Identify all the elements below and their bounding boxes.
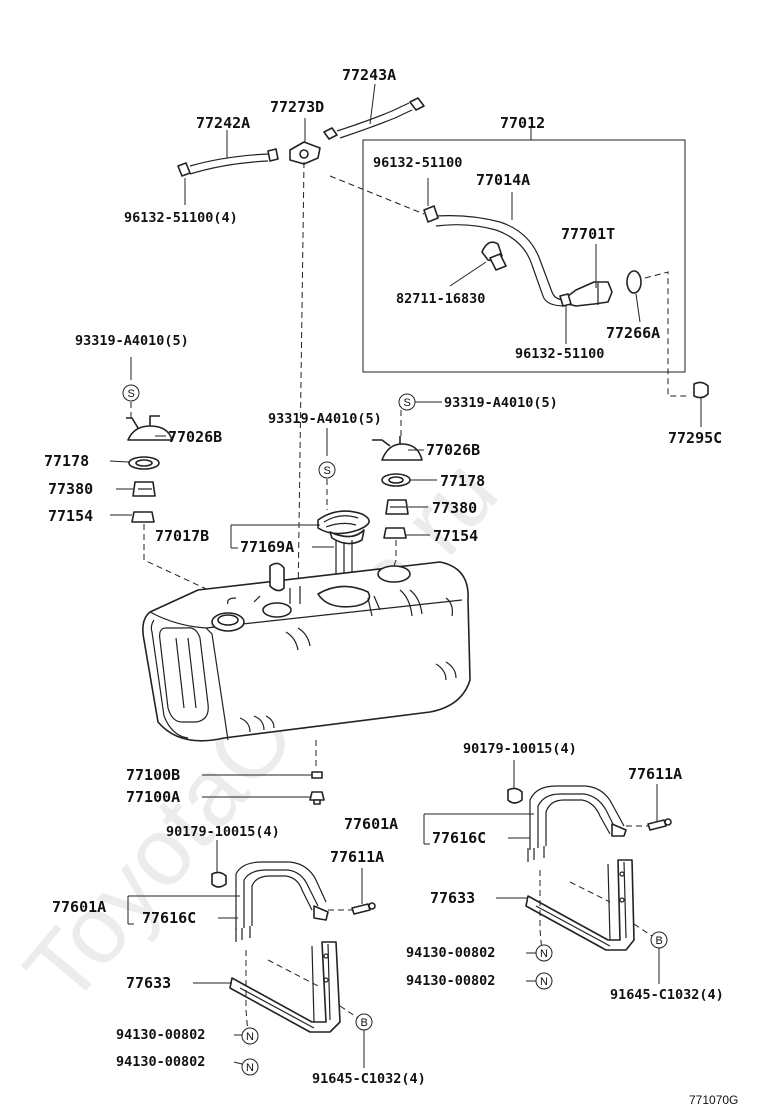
symbol-b-right-text: B — [656, 935, 663, 947]
kit-box-77012 — [362, 139, 686, 373]
label-77611A-left: 77611A — [330, 848, 384, 866]
label-77701T: 77701T — [561, 225, 615, 243]
label-94130-right-2: 94130-00802 — [406, 973, 495, 989]
screw-symbol-left — [122, 384, 140, 402]
label-96132-51100-4: 96132-51100(4) — [124, 210, 238, 226]
label-77154-right: 77154 — [433, 527, 478, 545]
label-90179-right: 90179-10015(4) — [463, 741, 577, 757]
pump-77017B — [317, 510, 370, 582]
hose-77242A — [177, 148, 279, 177]
hose-77014A — [423, 205, 566, 307]
sender-77026B-right — [372, 436, 423, 461]
sleeve-77380-right — [385, 499, 409, 515]
label-77611A-right: 77611A — [628, 765, 682, 783]
label-77633-right: 77633 — [430, 889, 475, 907]
label-77380-left: 77380 — [48, 480, 93, 498]
symbol-n-right-2-text: N — [540, 976, 548, 988]
symbol-n-left-2 — [241, 1058, 259, 1076]
label-77100B: 77100B — [126, 766, 180, 784]
label-77616C-right: 77616C — [432, 829, 486, 847]
screw-symbol-right — [398, 393, 416, 411]
label-77242A: 77242A — [196, 114, 250, 132]
gasket-77178-right — [381, 473, 411, 487]
label-94130-right-1: 94130-00802 — [406, 945, 495, 961]
tee-77273D — [289, 141, 321, 165]
grommet-77154-left — [131, 511, 155, 523]
gasket-77178-left — [128, 456, 160, 470]
label-77601A-right: 77601A — [344, 815, 398, 833]
bolt-77611A-right — [647, 818, 672, 831]
symbol-n-right-1-text: N — [540, 948, 548, 960]
band-77601A-right — [527, 785, 627, 862]
label-77012: 77012 — [500, 114, 545, 132]
label-77273D: 77273D — [270, 98, 324, 116]
label-91645-right: 91645-C1032(4) — [610, 987, 724, 1003]
clip-82711-16830 — [481, 241, 507, 271]
filter-77701T — [567, 281, 613, 307]
cushion-77633-right — [525, 859, 635, 951]
ring-77266A — [626, 270, 642, 294]
label-96132-51100-box: 96132-51100 — [515, 346, 604, 362]
label-77616C-left: 77616C — [142, 909, 196, 927]
label-94130-left-1: 94130-00802 — [116, 1027, 205, 1043]
label-77100A: 77100A — [126, 788, 180, 806]
symbol-s-right-text: S — [404, 397, 411, 409]
screw-symbol-middle — [318, 461, 336, 479]
nut-90179-left — [211, 871, 227, 888]
symbol-n-left-2-text: N — [246, 1062, 254, 1074]
figure-id: 771070G — [689, 1093, 738, 1107]
symbol-n-left-1 — [241, 1027, 259, 1045]
bolt-77611A-left — [351, 902, 376, 915]
symbol-b-left-text: B — [361, 1017, 368, 1029]
label-77014A: 77014A — [476, 171, 530, 189]
nut-90179-right — [507, 787, 523, 804]
label-93319-left: 93319-A4010(5) — [75, 333, 189, 349]
cap-77295C — [693, 381, 709, 399]
band-77601A-left — [235, 861, 329, 942]
fuel-tank — [142, 561, 471, 742]
grommet-77154-right — [383, 527, 407, 539]
label-77017B: 77017B — [155, 527, 209, 545]
label-77169A: 77169A — [240, 538, 294, 556]
label-77380-right: 77380 — [432, 499, 477, 517]
label-77178-left: 77178 — [44, 452, 89, 470]
label-94130-left-2: 94130-00802 — [116, 1054, 205, 1070]
cushion-77633-left — [229, 941, 341, 1033]
label-77243A: 77243A — [342, 66, 396, 84]
symbol-n-left-1-text: N — [246, 1031, 254, 1043]
label-77026B-right: 77026B — [426, 441, 480, 459]
label-82711-16830: 82711-16830 — [396, 291, 485, 307]
label-93319-mid: 93319-A4010(5) — [268, 411, 382, 427]
label-96132-51100-top: 96132-51100 — [373, 155, 462, 171]
label-77266A: 77266A — [606, 324, 660, 342]
symbol-s-middle-text: S — [324, 465, 331, 477]
label-90179-left: 90179-10015(4) — [166, 824, 280, 840]
label-77178-right: 77178 — [440, 472, 485, 490]
label-77154-left: 77154 — [48, 507, 93, 525]
label-77601A-left: 77601A — [52, 898, 106, 916]
drain-plug-77100B — [311, 771, 323, 779]
symbol-s-left-text: S — [128, 388, 135, 400]
drain-gasket-77100A — [309, 791, 325, 805]
label-77026B-left: 77026B — [168, 428, 222, 446]
label-93319-right: 93319-A4010(5) — [444, 395, 558, 411]
hose-77243A — [323, 97, 425, 140]
label-77295C: 77295C — [668, 429, 722, 447]
label-91645-left: 91645-C1032(4) — [312, 1071, 426, 1087]
label-77633-left: 77633 — [126, 974, 171, 992]
sleeve-77380-left — [132, 481, 156, 497]
